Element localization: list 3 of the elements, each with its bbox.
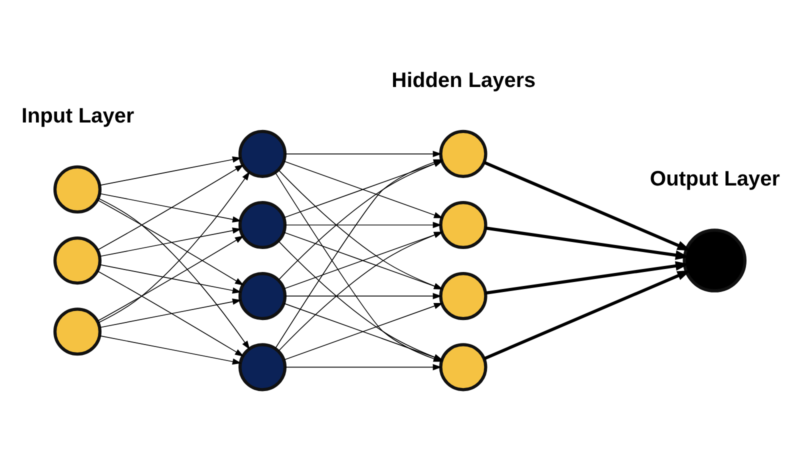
label: Hidden Layers <box>391 69 536 92</box>
label: Input Layer <box>21 104 134 128</box>
label: Output Layer <box>649 167 780 190</box>
